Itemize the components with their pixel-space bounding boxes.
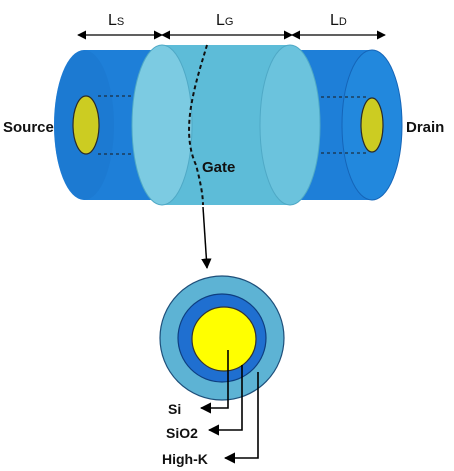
cross-section bbox=[159, 275, 285, 401]
ld-label: LD bbox=[330, 12, 347, 29]
cut-line bbox=[188, 44, 208, 206]
leader-lines bbox=[199, 350, 259, 464]
si-leader bbox=[199, 350, 229, 414]
source-label: Source bbox=[3, 119, 54, 136]
drain-label: Drain bbox=[406, 119, 444, 136]
gate-region bbox=[131, 44, 321, 206]
drain-core bbox=[360, 97, 384, 153]
sio2-label: SiO2 bbox=[166, 425, 198, 441]
section-arrow bbox=[201, 206, 212, 270]
ls-label: LS bbox=[108, 12, 124, 29]
high-k-label: High-K bbox=[162, 451, 208, 467]
high-k-leader bbox=[223, 372, 259, 464]
si-label: Si bbox=[168, 401, 181, 417]
si-core bbox=[191, 306, 257, 372]
lg-label: LG bbox=[216, 12, 233, 29]
gate-label: Gate bbox=[202, 159, 235, 176]
sio2-leader bbox=[207, 365, 243, 436]
source-core bbox=[72, 95, 100, 155]
